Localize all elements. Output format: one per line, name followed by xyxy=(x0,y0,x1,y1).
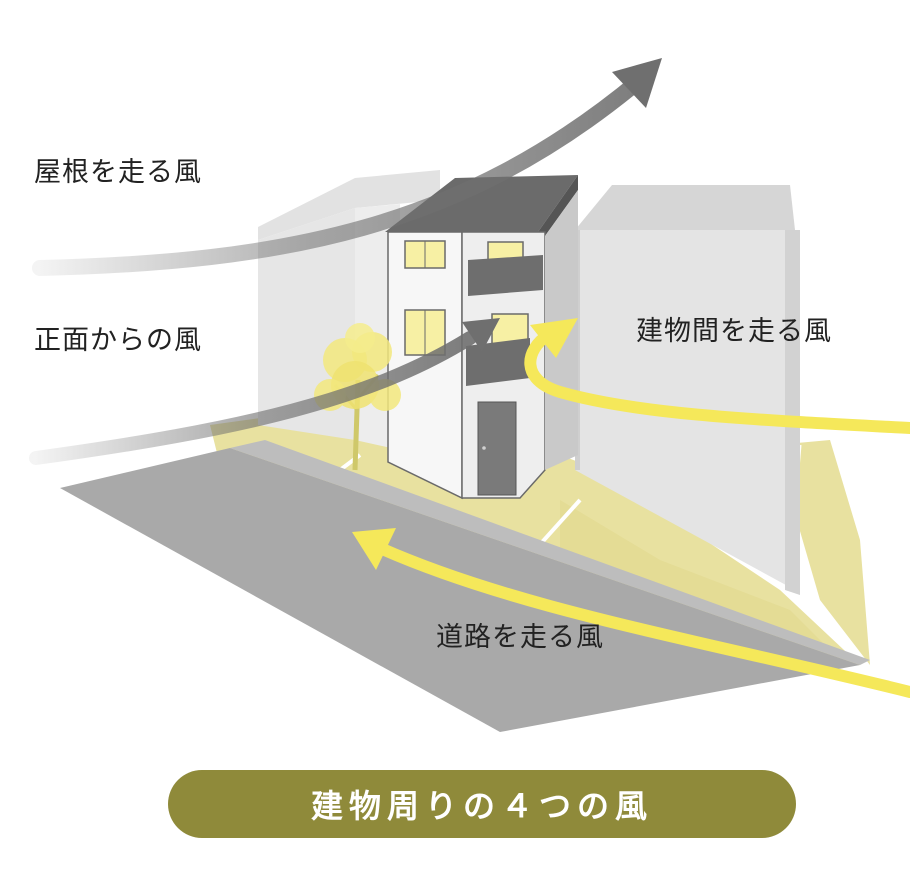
roof-wind-label: 屋根を走る風 xyxy=(34,157,202,188)
between-wind-label: 建物間を走る風 xyxy=(636,316,832,347)
roof-wind-arrow xyxy=(32,58,662,276)
diagram-title: 建物周りの４つの風 xyxy=(310,787,653,825)
between-wind-arrow xyxy=(524,318,910,434)
road-wind-label: 道路を走る風 xyxy=(436,622,604,653)
road-wind-arrow xyxy=(352,528,910,698)
title-banner: 建物周りの４つの風 xyxy=(168,770,796,838)
front-wind-arrow xyxy=(29,318,500,465)
front-wind-label: 正面からの風 xyxy=(34,325,202,356)
road xyxy=(60,440,870,732)
